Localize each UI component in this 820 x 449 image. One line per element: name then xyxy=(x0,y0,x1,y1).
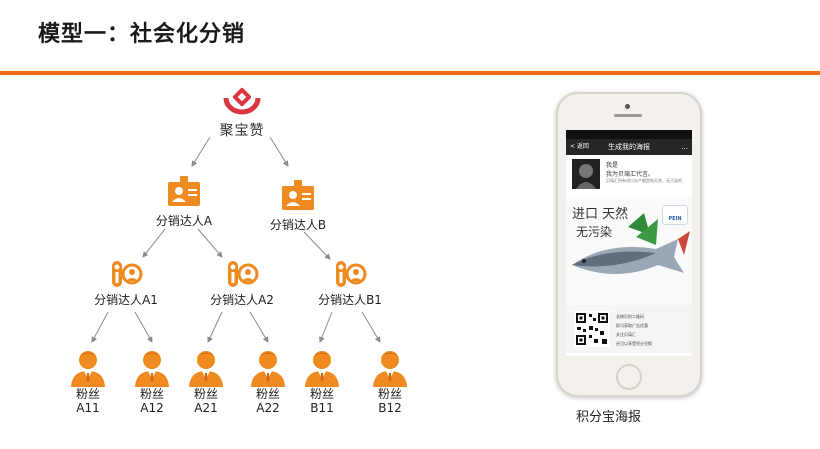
status-bar xyxy=(566,130,692,139)
info-user-icon xyxy=(336,261,367,287)
person-icon xyxy=(373,351,407,387)
label-distributor-a: 分销达人A xyxy=(155,214,213,228)
label-distributor-b1: 分销达人B1 xyxy=(318,293,382,307)
phone-speaker xyxy=(614,114,642,117)
info-user-icon xyxy=(228,261,259,287)
node-distributor-b1: 分销达人B1 xyxy=(308,259,392,307)
poster-image: 进口 天然 无污染 PEIN xyxy=(566,197,692,305)
nav-title: 生成我的海报 xyxy=(608,143,650,151)
brand-text: PEIN xyxy=(668,216,682,222)
label-distributor-b: 分销达人B xyxy=(269,218,327,232)
id-badge-icon xyxy=(282,180,314,210)
qr-line-1: 长按识别二维码 xyxy=(616,314,644,319)
arrow-root-a xyxy=(191,136,211,167)
node-fan-a12: 粉丝 A12 xyxy=(128,347,176,415)
qr-line-2: 即可获取广告优惠 xyxy=(616,323,648,328)
person-icon xyxy=(71,351,105,387)
person-icon xyxy=(305,351,339,387)
label-fan-a21-line2: A21 xyxy=(194,401,218,415)
label-fan-a12-line2: A12 xyxy=(140,401,164,415)
label-fan-a12-line1: 粉丝 xyxy=(139,387,164,401)
node-fan-b11: 粉丝 B11 xyxy=(298,347,346,415)
home-button[interactable] xyxy=(616,364,642,390)
qr-code-icon[interactable] xyxy=(574,311,610,347)
phone-screen: < 返回 生成我的海报 ... 我是 我为贝璃汇代言。 贝璃汇所有进口水产都是纯… xyxy=(566,130,692,356)
poster-qr-section: 长按识别二维码 即可获取广告优惠 关注贝璃汇 还可以享受积分兑换 xyxy=(566,305,692,353)
node-distributor-b: 分销达人B xyxy=(262,176,334,232)
intro-line2: 我为贝璃汇代言。 xyxy=(606,171,655,178)
phone-camera xyxy=(625,104,630,109)
title-divider xyxy=(0,71,820,75)
arrow-a-a2 xyxy=(197,228,223,258)
tuna-fish-image xyxy=(572,213,690,274)
label-fan-a22-line1: 粉丝 xyxy=(255,387,280,401)
slide-title: 模型一：社会化分销 xyxy=(38,22,246,47)
intro-line3: 贝璃汇所有进口水产都是纯天然、无污染的 xyxy=(606,178,682,183)
arrow-b1-b11 xyxy=(319,311,333,343)
arrow-a2-a21 xyxy=(207,311,223,343)
qr-instructions: 长按识别二维码 即可获取广告优惠 关注贝璃汇 还可以享受积分兑换 xyxy=(616,312,652,348)
arrow-a1-a12 xyxy=(134,311,153,343)
intro-line1: 我是 xyxy=(606,162,619,169)
avatar xyxy=(572,159,600,189)
poster-intro: 我是 我为贝璃汇代言。 贝璃汇所有进口水产都是纯天然、无污染的 xyxy=(566,155,692,197)
person-icon xyxy=(135,351,169,387)
poster-slogan2: 无污染 xyxy=(576,225,613,239)
label-fan-b12-line2: B12 xyxy=(378,401,402,415)
root-node: 聚宝赞 xyxy=(214,86,270,140)
node-fan-a22: 粉丝 A22 xyxy=(244,347,292,415)
label-fan-b11-line1: 粉丝 xyxy=(309,387,334,401)
phone-caption: 积分宝海报 xyxy=(576,410,642,425)
nav-back-button[interactable]: < 返回 xyxy=(570,143,589,150)
brand-logo: PEIN xyxy=(662,205,688,225)
arrow-b1-b12 xyxy=(361,311,381,343)
label-distributor-a1: 分销达人A1 xyxy=(94,293,158,307)
node-distributor-a2: 分销达人A2 xyxy=(200,259,284,307)
node-distributor-a1: 分销达人A1 xyxy=(84,259,168,307)
label-fan-a21-line1: 粉丝 xyxy=(193,387,218,401)
label-fan-b11-line2: B11 xyxy=(310,401,334,415)
node-distributor-a: 分销达人A xyxy=(148,172,220,228)
jubaozan-logo xyxy=(223,87,261,115)
label-fan-b12-line1: 粉丝 xyxy=(377,387,402,401)
id-badge-icon xyxy=(168,176,200,206)
qr-line-4: 还可以享受积分兑换 xyxy=(616,341,652,346)
label-fan-a22-line2: A22 xyxy=(256,401,280,415)
nav-more-button[interactable]: ... xyxy=(681,143,688,151)
node-fan-a21: 粉丝 A21 xyxy=(182,347,230,415)
info-user-icon xyxy=(112,261,143,287)
arrow-a-a1 xyxy=(142,228,166,258)
label-fan-a11-line1: 粉丝 xyxy=(75,387,100,401)
node-fan-a11: 粉丝 A11 xyxy=(64,347,112,415)
label-fan-a11-line2: A11 xyxy=(76,401,100,415)
person-icon xyxy=(189,351,223,387)
phone-mockup: < 返回 生成我的海报 ... 我是 我为贝璃汇代言。 贝璃汇所有进口水产都是纯… xyxy=(556,92,702,397)
qr-line-3: 关注贝璃汇 xyxy=(616,332,636,337)
wechat-nav-bar: < 返回 生成我的海报 ... xyxy=(566,139,692,155)
arrow-a2-a22 xyxy=(249,311,269,343)
node-fan-b12: 粉丝 B12 xyxy=(366,347,414,415)
arrow-a1-a11 xyxy=(91,311,109,343)
root-label: 聚宝赞 xyxy=(219,123,265,139)
arrow-b-b1 xyxy=(303,231,331,260)
poster-slogan1: 进口 天然 xyxy=(572,207,629,222)
arrow-root-b xyxy=(269,136,289,167)
label-distributor-a2: 分销达人A2 xyxy=(210,293,274,307)
person-icon xyxy=(251,351,285,387)
